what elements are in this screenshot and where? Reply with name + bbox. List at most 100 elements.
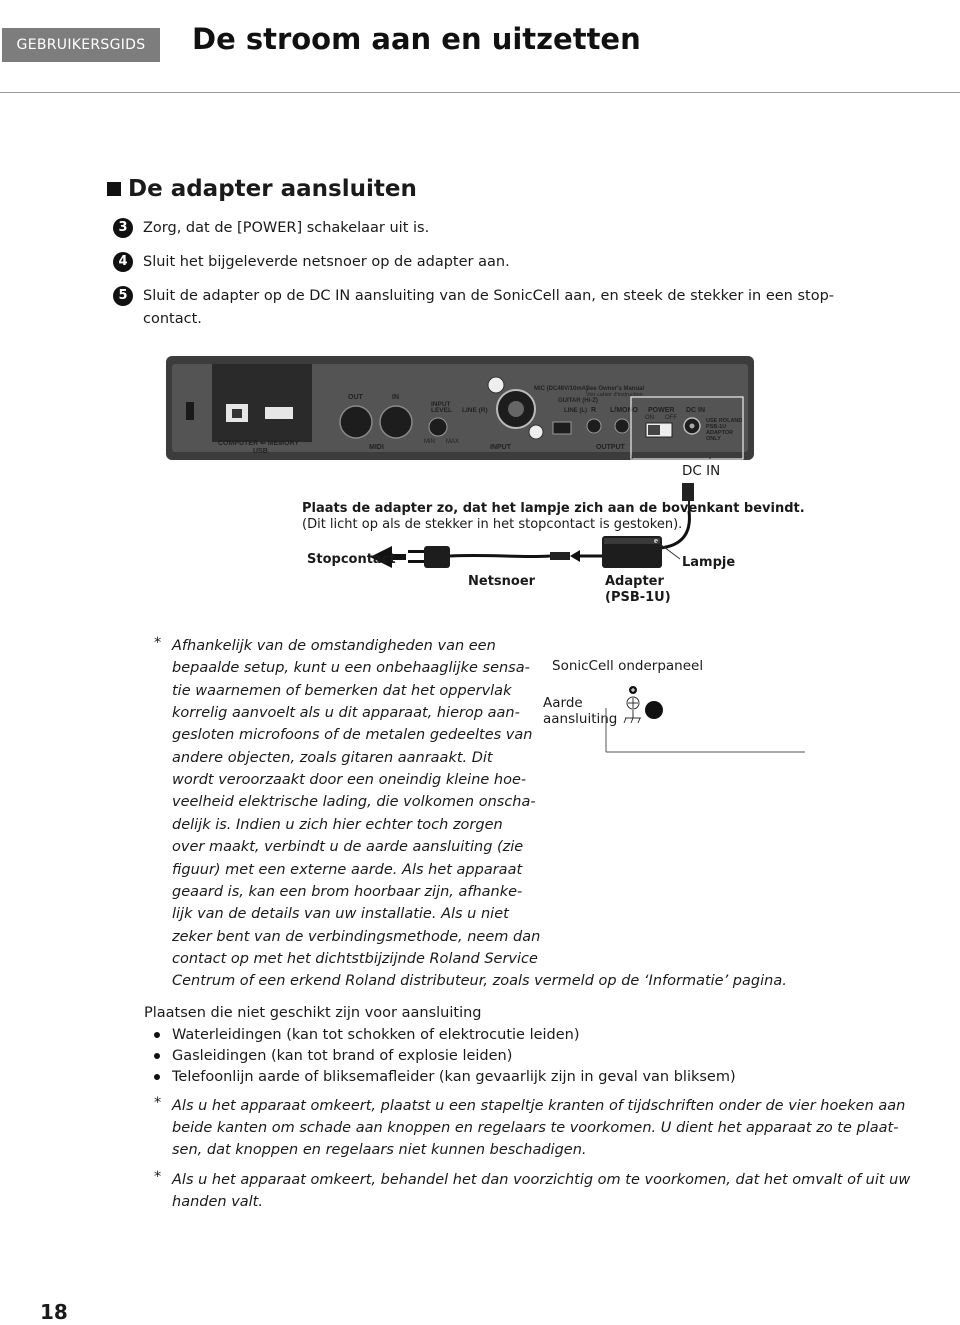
page-number: 18 xyxy=(40,1300,68,1324)
unsuitable-item-1: Waterleidingen (kan tot schokken of elek… xyxy=(172,1027,580,1043)
svg-text:Voir cahier d'instruction: Voir cahier d'instruction xyxy=(586,392,643,398)
svg-text:POWER: POWER xyxy=(648,407,674,414)
step-text-4: Sluit het bijgeleverde netsnoer op de ad… xyxy=(143,254,510,270)
note-3-asterisk: * xyxy=(154,1169,162,1185)
step-text-3: Zorg, dat de [POWER] schakelaar uit is. xyxy=(143,220,430,236)
ground-figure-title: SonicCell onderpaneel xyxy=(552,658,704,674)
svg-text:L/MONO: L/MONO xyxy=(610,407,639,414)
note-1-asterisk: * xyxy=(154,635,162,651)
rubber-foot-icon xyxy=(645,701,663,719)
note-2-line-2: beide kanten om schade aan knoppen en re… xyxy=(172,1120,899,1136)
rear-panel-diagram: COMPUTER ⇐ MEMORY USB OUT IN MIDI INPUT … xyxy=(166,356,754,460)
page-title: De stroom aan en uitzetten xyxy=(192,22,641,56)
step-text-5-line-2: contact. xyxy=(143,311,202,327)
svg-text:LINE (R): LINE (R) xyxy=(462,407,488,414)
note-1-line-5: gesloten microfoons of de metalen gedeel… xyxy=(172,727,533,743)
unsuitable-item-2: Gasleidingen (kan tot brand of explosie … xyxy=(172,1048,513,1064)
mic-switch xyxy=(552,421,572,435)
note-1-line-2: bepaalde setup, kunt u een onbehaaglijke… xyxy=(172,660,530,676)
svg-text:ON: ON xyxy=(645,415,654,421)
svg-text:ONLY: ONLY xyxy=(706,436,721,442)
step-number-4: 4 xyxy=(113,252,133,272)
note-1-line-14: zeker bent van de verbindingsmethode, ne… xyxy=(172,929,541,945)
svg-text:MIDI: MIDI xyxy=(369,444,384,451)
lampje-leader xyxy=(655,540,681,560)
lampje-label: Lampje xyxy=(682,555,736,570)
dc-in-highlight xyxy=(630,396,744,460)
unsuitable-item-3: Telefoonlijn aarde of bliksemafleider (k… xyxy=(172,1069,736,1085)
note-2-asterisk: * xyxy=(154,1095,162,1111)
ground-label-line-1: Aarde xyxy=(543,695,583,711)
svg-text:ADAPTOR: ADAPTOR xyxy=(706,430,733,436)
step-number-5: 5 xyxy=(113,286,133,306)
ground-figure-drawing xyxy=(605,686,805,753)
plus-marker xyxy=(487,376,505,394)
input-level-knob xyxy=(428,417,448,437)
bullet xyxy=(154,1053,160,1059)
svg-text:DC IN: DC IN xyxy=(686,407,705,414)
usb-label: USB xyxy=(253,448,268,455)
svg-text:USE ROLAND: USE ROLAND xyxy=(706,418,742,424)
svg-text:MAX: MAX xyxy=(446,439,459,445)
note-1-line-13: lijk van de details van uw installatie. … xyxy=(172,906,509,922)
svg-text:PSB-1U: PSB-1U xyxy=(706,424,726,430)
note-1-line-7: wordt veroorzaakt door een oneindig klei… xyxy=(172,772,527,788)
svg-text:R: R xyxy=(591,407,596,414)
mains-plug xyxy=(424,546,450,568)
adapter-caption-normal: (Dit licht op als de stekker in het stop… xyxy=(302,517,683,532)
output-r-jack xyxy=(586,418,602,434)
note-3-line-1: Als u het apparaat omkeert, behandel het… xyxy=(172,1172,911,1188)
midi-in-port xyxy=(379,405,413,439)
note-1-line-11: figuur) met een externe aarde. Als het a… xyxy=(172,862,523,878)
note-3-line-2: handen valt. xyxy=(172,1194,263,1210)
earth-symbol-icon xyxy=(623,710,641,724)
svg-text:LINE (L): LINE (L) xyxy=(564,408,587,414)
svg-text:MIC (DC48V/10mA): MIC (DC48V/10mA) xyxy=(534,386,588,392)
ground-label-line-2: aansluiting xyxy=(543,711,618,727)
svg-text:INPUT: INPUT xyxy=(431,401,451,408)
note-1-line-12: geaard is, kan een brom hoorbaar zijn, a… xyxy=(172,884,523,900)
dc-in-label: DC IN xyxy=(682,463,721,479)
bullet xyxy=(154,1074,160,1080)
note-1-line-1: Afhankelijk van de omstandigheden van ee… xyxy=(172,638,496,654)
netsnoer-label: Netsnoer xyxy=(468,574,536,589)
note-1-line-4: korrelig aanvoelt als u dit apparaat, hi… xyxy=(172,705,520,721)
adapter-cable-drawing xyxy=(370,483,694,568)
note-1-line-16: Centrum of een erkend Roland distributeu… xyxy=(172,973,787,989)
midi-out-port xyxy=(339,405,373,439)
guide-label: GEBRUIKERSGIDS xyxy=(2,28,160,62)
svg-text:OUTPUT: OUTPUT xyxy=(596,444,626,451)
unsuitable-intro: Plaatsen die niet geschikt zijn voor aan… xyxy=(144,1005,482,1021)
svg-text:OFF: OFF xyxy=(665,415,677,421)
adapter-caption-bold: Plaats de adapter zo, dat het lampje zic… xyxy=(302,501,805,516)
note-2-line-1: Als u het apparaat omkeert, plaatst u ee… xyxy=(172,1098,906,1114)
security-slot xyxy=(186,402,194,420)
dc-plug xyxy=(682,483,694,501)
dc-in-callout-lines xyxy=(631,455,711,459)
svg-text:MIN: MIN xyxy=(424,439,435,445)
svg-text:OUT: OUT xyxy=(348,394,364,401)
svg-text:INPUT: INPUT xyxy=(490,444,512,451)
note-1-line-3: tie waarnemen of bemerken dat het opperv… xyxy=(172,683,512,699)
note-1-line-6: andere objecten, zoals gitaren aanraakt.… xyxy=(172,750,493,766)
memory-port xyxy=(265,407,293,419)
svg-text:IN: IN xyxy=(392,394,399,401)
adapter-label: Adapter xyxy=(605,574,664,589)
note-1-line-9: delijk is. Indien u zich hier echter toc… xyxy=(172,817,503,833)
ac-cable xyxy=(449,553,551,559)
usb-recess xyxy=(212,364,312,442)
bullet xyxy=(154,1032,160,1038)
svg-text:GUITAR (Hi-Z): GUITAR (Hi-Z) xyxy=(558,398,598,404)
section-title: De adapter aansluiten xyxy=(128,176,417,202)
computer-memory-label: COMPUTER ⇐ MEMORY xyxy=(218,440,299,447)
stopcontact-label: Stopcontact xyxy=(307,552,396,567)
arrow-to-outlet xyxy=(370,546,392,568)
ground-terminal-icon xyxy=(626,696,640,710)
svg-text:LEVEL: LEVEL xyxy=(431,407,452,414)
step-text-5-line-1: Sluit de adapter op de DC IN aansluiting… xyxy=(143,288,835,304)
plus-marker-2 xyxy=(528,424,544,440)
adapter-model-label: (PSB-1U) xyxy=(605,590,671,605)
step-number-3: 3 xyxy=(113,218,133,238)
note-1-line-15: contact op met het dichtstbijzijnde Rola… xyxy=(172,951,538,967)
page-header xyxy=(0,0,960,93)
